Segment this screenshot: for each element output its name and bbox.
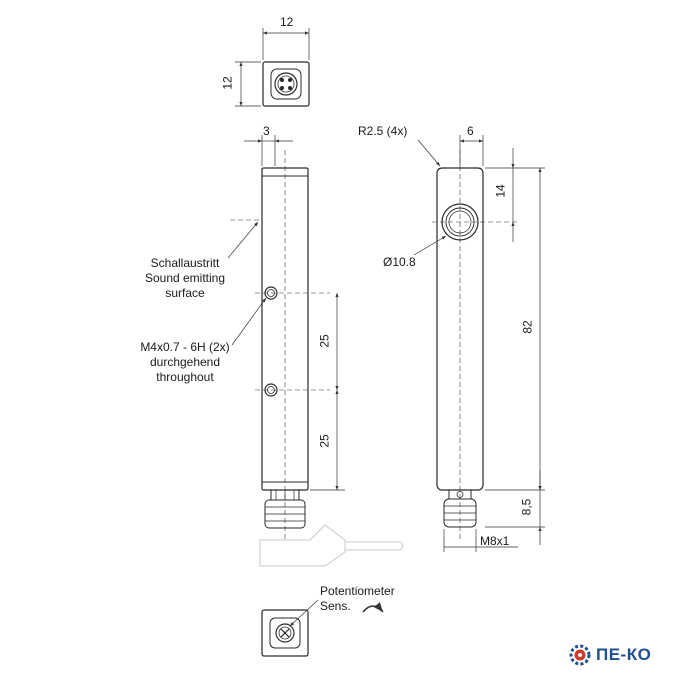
brand-logo: ПЕ-КО — [566, 640, 651, 670]
mount-label-line-2: durchgehend — [149, 355, 221, 369]
sound-emitting-label: Schallaustritt Sound emitting surface — [130, 256, 240, 301]
brand-logo-text: ПЕ-КО — [596, 645, 652, 664]
pot-label-line-2: Sens. — [320, 599, 351, 613]
potentiometer-label: Potentiometer Sens. — [320, 584, 395, 614]
dim-hole-spacing-2: 25 — [317, 434, 332, 448]
rotate-arrow-icon — [362, 602, 384, 613]
dim-top-width: 12 — [280, 15, 294, 29]
front-view-dimensions — [413, 135, 545, 552]
connector-face — [274, 72, 298, 96]
thread-leader — [231, 297, 267, 346]
side-view-dimensions — [227, 135, 345, 491]
mount-label-line-1: M4x0.7 - 6H (2x) — [140, 340, 230, 354]
sound-label-line-3: surface — [165, 286, 205, 300]
top-view — [262, 61, 310, 107]
pot-label-line-1: Potentiometer — [320, 584, 395, 598]
sound-leader — [227, 221, 259, 259]
sound-label-line-1: Schallaustritt — [150, 256, 220, 270]
sound-label-line-2: Sound emitting — [144, 271, 226, 285]
dim-front-hole-top: 14 — [493, 184, 508, 198]
dim-side-depth: 3 — [263, 124, 270, 138]
pot-view — [261, 609, 309, 657]
cable-ghost — [259, 524, 404, 567]
dim-front-hole-offset: 6 — [467, 124, 474, 138]
dim-top-height: 12 — [220, 76, 235, 90]
dim-hole-spacing-1: 25 — [317, 334, 332, 348]
dim-bore-diameter: Ø10.8 — [383, 255, 416, 269]
dim-thread: M8x1 — [480, 534, 510, 548]
dim-connector-length: 8,5 — [519, 498, 534, 516]
dim-body-length: 82 — [520, 320, 535, 334]
dim-corner-radius: R2.5 (4x) — [358, 124, 408, 138]
top-view-body — [262, 61, 310, 107]
mount-thread-label: M4x0.7 - 6H (2x) durchgehend throughout — [126, 340, 244, 385]
potentiometer-screw — [275, 623, 295, 643]
mount-label-line-3: throughout — [156, 370, 214, 384]
top-view-dimensions — [235, 28, 310, 107]
gear-logo-icon — [569, 644, 591, 666]
pot-view-body — [261, 609, 309, 657]
